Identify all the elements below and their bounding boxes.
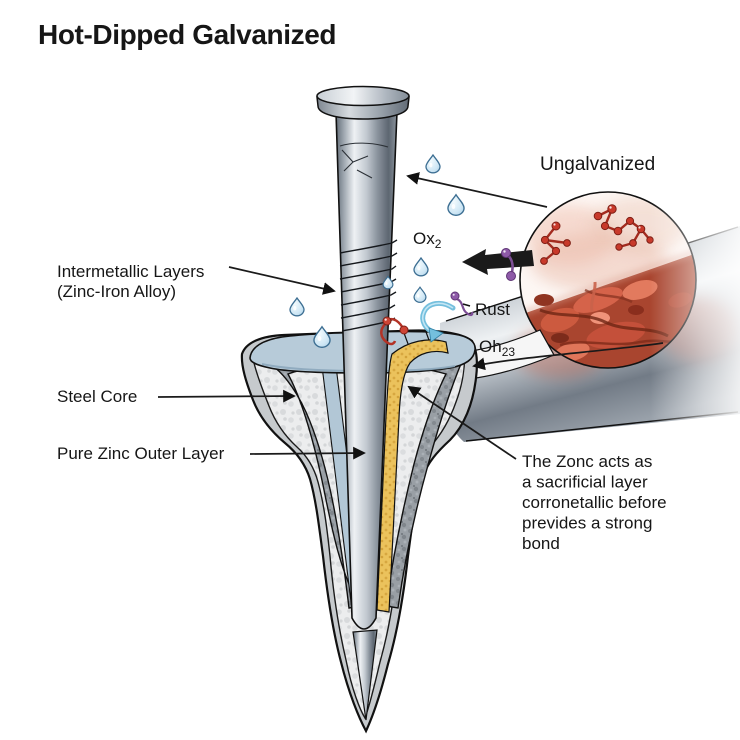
water-drop: [382, 275, 394, 290]
nail-point-core: [352, 629, 378, 721]
ox2-molecule: [501, 248, 516, 281]
water-drop: [289, 296, 305, 317]
water-drop: [313, 325, 331, 348]
nail: [316, 85, 449, 630]
page-title: Hot-Dipped Galvanized: [38, 19, 336, 50]
rust-molecule: [380, 316, 409, 346]
label-ungalvanized: Ungalvanized: [540, 154, 655, 175]
water-drop: [425, 153, 441, 174]
pure-zinc-layer: [376, 339, 449, 613]
label-pure-zinc: Pure Zinc Outer Layer: [57, 444, 225, 463]
arrow-oh: [472, 342, 664, 371]
rust-label-dash: [462, 303, 471, 307]
label-rust: Rust: [475, 300, 510, 319]
rust-molecule-atoms: [540, 204, 654, 265]
arrow-intermetallic: [228, 266, 336, 295]
water-drop: [413, 286, 427, 303]
nail-head-top: [316, 85, 410, 107]
arrow-pure-zinc: [249, 446, 366, 460]
arrow-ungalvanized: [406, 172, 548, 208]
water-drops: [289, 153, 465, 348]
rust-label-molecule: [450, 291, 474, 317]
water-drop: [413, 256, 429, 277]
water-drop: [447, 193, 465, 216]
pointer-arrows: [157, 172, 664, 460]
label-ox2: Ox2: [413, 229, 442, 251]
motion-blur-fade: [650, 176, 740, 456]
arrow-zonc-note: [407, 385, 517, 460]
hydroxide-swirl-icon: [420, 300, 456, 343]
nail-shaft: [335, 111, 398, 630]
head-scratches: [339, 142, 389, 179]
thick-arrow-oxygen: [462, 249, 534, 275]
label-intermetallic-line1: Intermetallic Layers: [57, 262, 204, 281]
label-steel-core: Steel Core: [57, 387, 137, 406]
arrow-steel-core: [157, 389, 296, 403]
label-zonc-note: The Zonc acts as a sacrificial layer cor…: [522, 452, 671, 553]
label-intermetallic: Intermetallic Layers (Zinc-Iron Alloy): [57, 262, 204, 301]
label-intermetallic-line2: (Zinc-Iron Alloy): [57, 282, 176, 301]
label-oh23: Oh23: [479, 337, 515, 359]
